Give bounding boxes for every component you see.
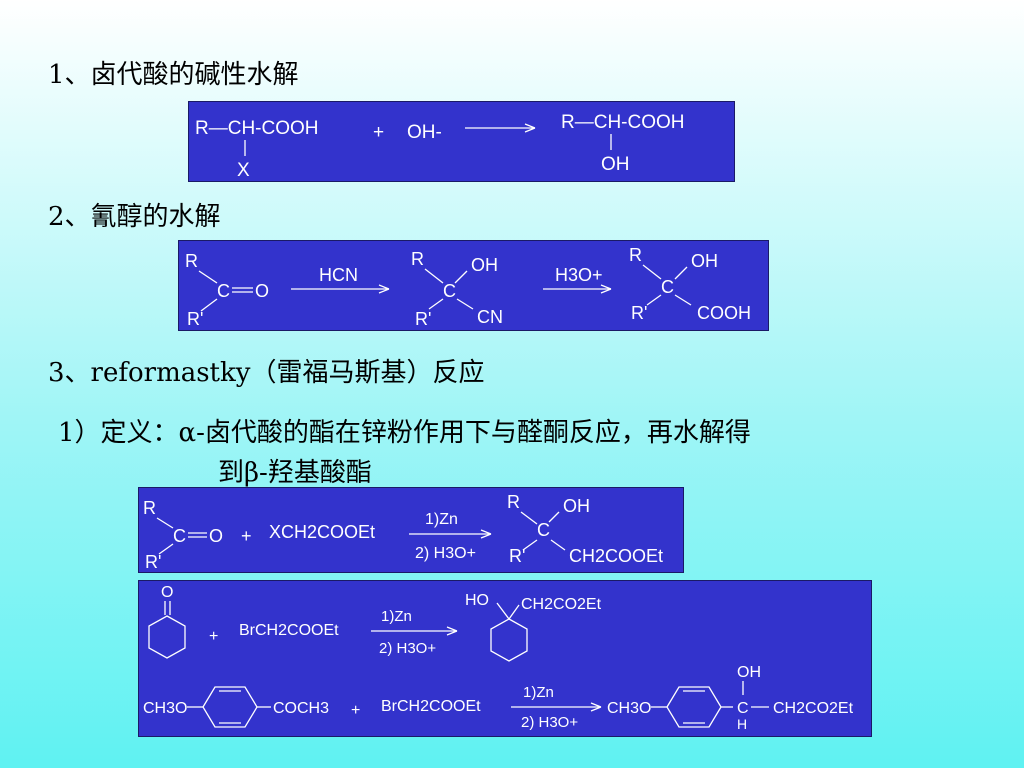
r2-arrow-1-head: [378, 284, 390, 294]
definition-line-2: 到β-羟基酸酯: [218, 458, 372, 488]
r4-cond-1: 1)Zn: [381, 608, 412, 625]
r2-prod-r: R: [629, 245, 642, 265]
reaction-2-scheme: R C O R' HCN R OH C R' CN H3O+ R OH C R'…: [185, 245, 751, 329]
r2-prod-bond-1: [642, 264, 662, 280]
reaction-3-panel: R C O R' + XCH2COOEt 1)Zn 2) H3O+ R OH C…: [138, 487, 684, 573]
reaction-1-panel: R—CH-COOH X + OH- R—CH-COOH OH: [188, 101, 735, 182]
r1-reactant: R—CH-COOH: [195, 118, 319, 139]
r1-arrow-head: [524, 123, 536, 133]
r4-cyclohexanone-ring: [148, 615, 186, 659]
r2-prod-r2: R': [631, 303, 647, 323]
r3-arrow-head: [480, 529, 492, 539]
r3-prod-chain: CH2COOEt: [569, 546, 663, 566]
r3-c: C: [173, 526, 186, 546]
r5-right-group: COCH3: [273, 700, 329, 717]
r2-prod-bond-2: [674, 266, 688, 280]
r2-int-bond-3: [428, 298, 444, 310]
r3-r2: R': [145, 552, 161, 572]
r4-prod-ho: HO: [465, 592, 489, 609]
r2-int-bond-2: [454, 270, 468, 284]
section-3-title: 3、reformastky（雷福马斯基）反应: [48, 358, 485, 388]
reaction-2-panel: R C O R' HCN R OH C R' CN H3O+ R OH C R'…: [178, 240, 769, 331]
r2-ketone-bond-1: [198, 270, 218, 284]
r5-plus: +: [351, 702, 360, 719]
r2-ketone-c: C: [217, 281, 230, 301]
r2-int-bond-4: [456, 298, 474, 310]
r2-reagent-2: H3O+: [555, 265, 603, 285]
r2-prod-oh: OH: [691, 251, 718, 271]
r3-prod-c: C: [537, 520, 550, 540]
r5-reagent: BrCH2COOEt: [381, 698, 481, 715]
r5-left-group: CH3O: [143, 700, 187, 717]
r2-int-bond-1: [424, 268, 444, 284]
r1-plus: +: [373, 122, 384, 143]
r5-prod-c: C: [737, 700, 749, 717]
r2-ketone-r: R: [185, 251, 198, 271]
definition-line-1: 1）定义：α-卤代酸的酯在锌粉作用下与醛酮反应，再水解得: [58, 418, 751, 448]
r3-prod-bond-3: [522, 539, 538, 551]
r3-prod-bond-1: [520, 511, 538, 525]
r4-arrow-head: [446, 626, 458, 636]
r3-prod-r2: R': [509, 546, 525, 566]
r5-prod-left: CH3O: [607, 700, 651, 717]
r2-prod-bond-4: [674, 294, 692, 306]
r3-prod-bond-2: [548, 511, 560, 523]
r3-reagent: XCH2COOEt: [269, 522, 375, 542]
r4-cond-2: 2) H3O+: [379, 640, 436, 657]
r5-prod-oh: OH: [737, 664, 761, 681]
r1-product: R—CH-COOH: [561, 112, 685, 133]
reaction-4-5-panel: O + BrCH2COOEt 1)Zn 2) H3O+ HO CH2CO2Et …: [138, 580, 872, 737]
r2-ketone-bond-2: [200, 298, 218, 312]
r5-prod-chain: CH2CO2Et: [773, 700, 854, 717]
r2-int-r2: R': [415, 309, 431, 329]
r1-product-substituent: OH: [601, 154, 630, 175]
r5-product-benzene: [666, 686, 722, 728]
r2-int-c: C: [443, 281, 456, 301]
r4-prod-bond-1: [496, 602, 510, 620]
r4-plus: +: [209, 628, 218, 645]
r4-ketone-o: O: [161, 584, 173, 601]
r2-prod-bond-3: [646, 294, 662, 306]
r5-prod-h: H: [737, 716, 747, 732]
reaction-3-scheme: R C O R' + XCH2COOEt 1)Zn 2) H3O+ R OH C…: [143, 492, 663, 572]
r2-int-cn: CN: [477, 307, 503, 327]
r3-bond-1: [156, 517, 174, 529]
r3-plus: +: [241, 526, 252, 546]
r3-cond-1: 1)Zn: [425, 511, 458, 528]
reaction-4-5-scheme: O + BrCH2COOEt 1)Zn 2) H3O+ HO CH2CO2Et …: [143, 584, 854, 732]
r4-reagent: BrCH2COOEt: [239, 622, 339, 639]
r2-prod-cooh: COOH: [697, 303, 751, 323]
r3-prod-r: R: [507, 492, 520, 512]
r3-r: R: [143, 498, 156, 518]
r5-arrow-head: [590, 702, 602, 712]
r2-int-oh: OH: [471, 255, 498, 275]
reaction-1-scheme: R—CH-COOH X + OH- R—CH-COOH OH: [195, 112, 685, 181]
r1-substituent: X: [237, 160, 250, 181]
r5-benzene-ring: [202, 686, 258, 728]
r2-arrow-2-head: [600, 284, 612, 294]
r4-product-ring: [490, 618, 528, 662]
r5-cond-1: 1)Zn: [523, 684, 554, 701]
r1-reagent: OH-: [407, 122, 442, 143]
r3-o: O: [209, 526, 223, 546]
r3-prod-oh: OH: [563, 496, 590, 516]
r2-ketone-o: O: [255, 281, 269, 301]
r3-bond-2: [158, 543, 174, 555]
r3-prod-bond-4: [550, 539, 566, 551]
section-1-title: 1、卤代酸的碱性水解: [48, 60, 299, 90]
section-2-title: 2、氰醇的水解: [48, 202, 221, 232]
r4-prod-bond-2: [508, 604, 520, 620]
r2-prod-c: C: [661, 277, 674, 297]
r5-cond-2: 2) H3O+: [521, 714, 578, 731]
r2-ketone-r2: R': [187, 309, 203, 329]
r2-reagent-1: HCN: [319, 265, 358, 285]
r4-prod-chain: CH2CO2Et: [521, 596, 602, 613]
r2-int-r: R: [411, 249, 424, 269]
r3-cond-2: 2) H3O+: [415, 545, 476, 562]
